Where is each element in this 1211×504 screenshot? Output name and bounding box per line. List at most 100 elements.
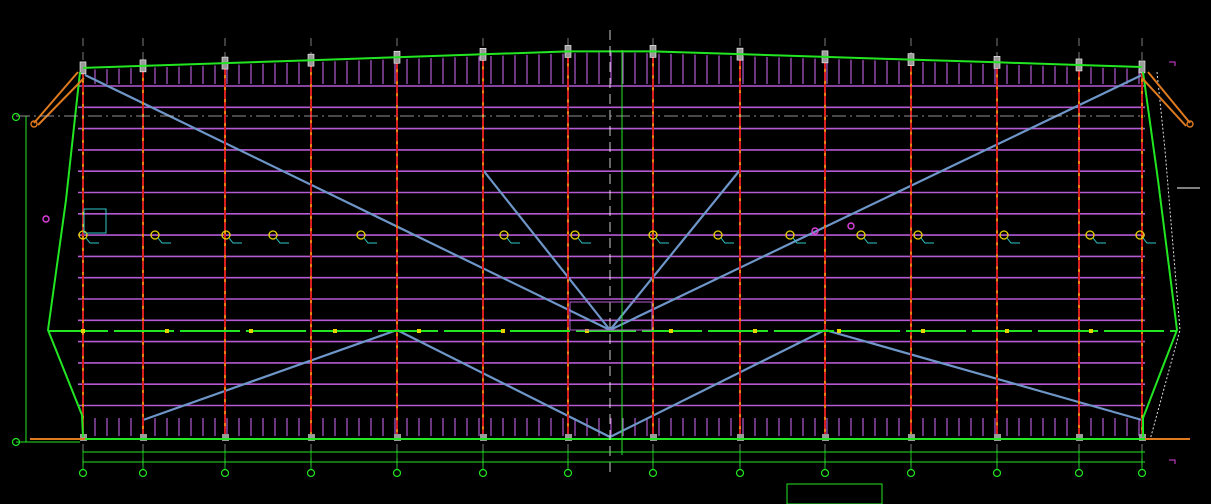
girt-node bbox=[501, 329, 505, 333]
brace-line bbox=[824, 328, 1143, 422]
node-leader bbox=[792, 237, 806, 244]
sag-rod-node-icon bbox=[856, 230, 866, 240]
axis-bubble-icon bbox=[392, 468, 402, 478]
girt-node bbox=[417, 329, 421, 333]
column-base-plate-icon bbox=[737, 434, 744, 441]
node-leader bbox=[506, 237, 520, 244]
end-strut bbox=[37, 77, 85, 126]
purlin-lines bbox=[78, 85, 1145, 407]
node-leader bbox=[363, 237, 377, 244]
axis-bubble-icon bbox=[735, 468, 745, 478]
girt-node bbox=[837, 329, 841, 333]
sag-rod-node-icon bbox=[1085, 230, 1095, 240]
axis-bubble-icon bbox=[306, 468, 316, 478]
axis-bubble-icon bbox=[563, 468, 573, 478]
node-leader bbox=[655, 237, 669, 244]
sag-rod-node-icon bbox=[221, 230, 231, 240]
sag-rod-node-icon bbox=[713, 230, 723, 240]
column-base-plate-icon bbox=[565, 434, 572, 441]
girt-node bbox=[165, 329, 169, 333]
sag-rod-node-icon bbox=[356, 230, 366, 240]
frame-columns bbox=[78, 38, 1147, 478]
girt-node bbox=[1005, 329, 1009, 333]
anchor-bolt-icon bbox=[811, 227, 819, 235]
sag-rod-node-icon bbox=[150, 230, 160, 240]
column-base-plate-icon bbox=[394, 434, 401, 441]
column-base-plate-icon bbox=[308, 434, 315, 441]
node-leader bbox=[720, 237, 734, 244]
section-mark-icon bbox=[1169, 61, 1176, 66]
sag-rod-node-icon bbox=[78, 230, 88, 240]
node-leader bbox=[577, 237, 591, 244]
strut-pin-icon bbox=[1186, 120, 1194, 128]
column-base-plate-icon bbox=[480, 434, 487, 441]
right-wall-outline bbox=[1142, 71, 1179, 437]
brace-line bbox=[609, 74, 1143, 331]
sag-rod-node-icon bbox=[648, 230, 658, 240]
roof-outline bbox=[30, 30, 1200, 475]
column-base-plate-icon bbox=[650, 434, 657, 441]
sag-rod-node-icon bbox=[785, 230, 795, 240]
axis-bubble-icon bbox=[648, 468, 658, 478]
section-mark-icon bbox=[1169, 459, 1176, 464]
column-base-plate-icon bbox=[1076, 434, 1083, 441]
eave-studs bbox=[94, 52, 1140, 436]
brace-line bbox=[482, 169, 611, 331]
edge-hatch bbox=[1149, 71, 1181, 441]
sag-rod-node-icon bbox=[570, 230, 580, 240]
sag-rod-node-icon bbox=[499, 230, 509, 240]
brace-line bbox=[142, 328, 398, 422]
node-leader bbox=[1092, 237, 1106, 244]
node-leader bbox=[275, 237, 289, 244]
column-base-plate-icon bbox=[140, 434, 147, 441]
column-base-plate-icon bbox=[822, 434, 829, 441]
axis-bubble-icon bbox=[138, 468, 148, 478]
node-leader bbox=[228, 237, 242, 244]
girt-node bbox=[249, 329, 253, 333]
axis-bubble-icon bbox=[78, 468, 88, 478]
roof-ridge-line bbox=[82, 50, 1143, 69]
column-base-plate-icon bbox=[80, 434, 87, 441]
node-leader bbox=[920, 237, 934, 244]
brace-line bbox=[396, 329, 611, 438]
axis-bubble-icon bbox=[992, 468, 1002, 478]
cross-bracing bbox=[84, 74, 1143, 438]
left-wall-outline bbox=[46, 71, 84, 438]
end-strut bbox=[1141, 77, 1187, 127]
dimension-lines bbox=[11, 112, 1145, 463]
girt-node bbox=[585, 329, 589, 333]
node-leader bbox=[1142, 237, 1156, 244]
detail-markers bbox=[42, 61, 1176, 464]
brace-line bbox=[84, 74, 611, 331]
column-base-plate-icon bbox=[908, 434, 915, 441]
node-leader bbox=[157, 237, 171, 244]
axis-bubble-icon bbox=[478, 468, 488, 478]
anchor-bolt-icon bbox=[847, 222, 855, 230]
axis-bubble-icon bbox=[11, 112, 21, 122]
sag-rod-node-icon bbox=[1135, 230, 1145, 240]
node-leader bbox=[1006, 237, 1020, 244]
column-base-plate-icon bbox=[994, 434, 1001, 441]
strut-pin-icon bbox=[30, 120, 38, 128]
brace-line bbox=[609, 329, 826, 438]
column-base-plate-icon bbox=[222, 434, 229, 441]
brace-line bbox=[609, 169, 741, 331]
girt-node bbox=[1089, 329, 1093, 333]
anchor-bolt-icon bbox=[42, 215, 50, 223]
girt-node bbox=[753, 329, 757, 333]
sag-rod-node-icon bbox=[999, 230, 1009, 240]
node-leader bbox=[85, 237, 99, 244]
girt-node bbox=[921, 329, 925, 333]
end-strut bbox=[1147, 71, 1191, 124]
girt-node bbox=[669, 329, 673, 333]
axis-bubble-icon bbox=[1074, 468, 1084, 478]
title-block[interactable] bbox=[786, 483, 883, 504]
sag-rod-node-icon bbox=[268, 230, 278, 240]
sag-rod-node-icon bbox=[913, 230, 923, 240]
node-leader bbox=[863, 237, 877, 244]
column-base-plate-icon bbox=[1139, 434, 1146, 441]
axis-bubble-icon bbox=[1137, 468, 1147, 478]
girt-node bbox=[81, 329, 85, 333]
girt-node bbox=[333, 329, 337, 333]
